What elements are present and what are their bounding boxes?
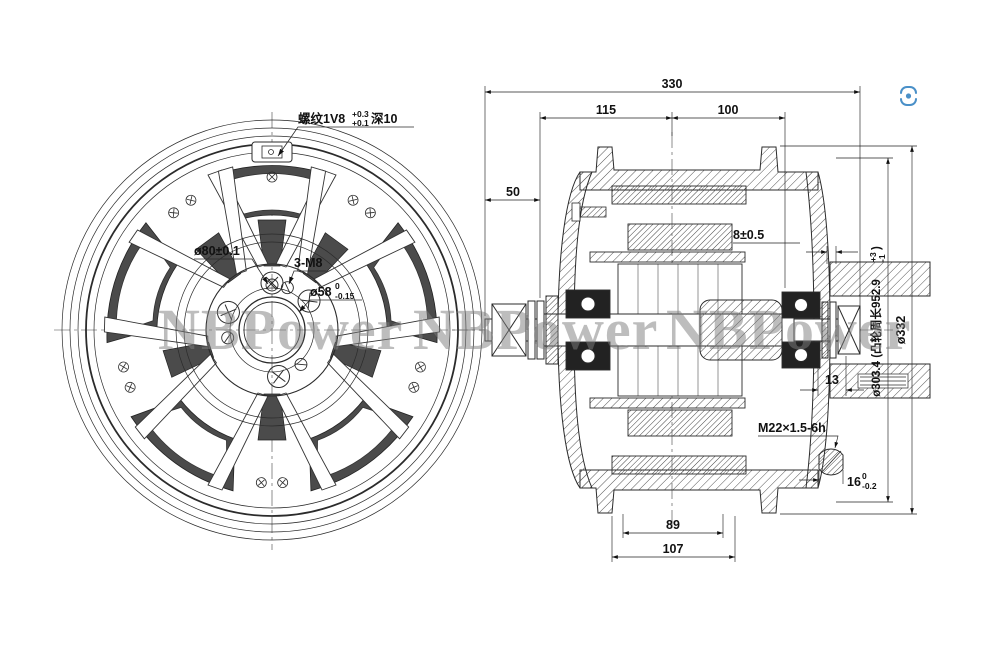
- rim-section-top: [579, 146, 819, 191]
- hub: [175, 233, 369, 427]
- dim-outer-dia: ø332: [894, 316, 908, 345]
- left-cover: [557, 171, 593, 489]
- valve-recess: [251, 141, 293, 163]
- cam-block: [699, 299, 783, 361]
- dim-outer-group: ø332: [894, 316, 908, 345]
- dim-rotor-lower: -1: [877, 254, 887, 262]
- dim-flats-lower: -0.2: [862, 481, 877, 491]
- axle-nut-right: [821, 301, 861, 359]
- valve-thread-note: 螺纹1V8 +0.3 +0.1 深10: [277, 109, 414, 157]
- bore-lower-tol: -0.15: [335, 291, 355, 301]
- axle-nut-left: [491, 295, 559, 365]
- dim-rotor-close: ): [871, 246, 883, 250]
- valve-note-lower-tol: +0.1: [352, 118, 369, 128]
- dim-rotor-group: ø303.4 (凸轮周长952.9 +3 -1 ): [868, 246, 887, 397]
- hub-dia-text: ø80±0.1: [194, 244, 240, 258]
- dim-step: 8±0.5: [733, 228, 764, 242]
- rim-section-bottom: [579, 469, 819, 514]
- hub-dia-note: ø80±0.1: [194, 244, 269, 285]
- magnet-ring-top: [611, 185, 747, 205]
- dim-span-right: 100: [718, 103, 739, 117]
- dim-thread: M22×1.5-6h: [758, 421, 826, 435]
- section-view: [452, 132, 931, 528]
- rim-windows: [95, 165, 449, 501]
- valve-note-upper-tol: +0.3: [352, 109, 369, 119]
- bolt-note: 3-M8: [288, 256, 326, 285]
- dimensions: [484, 86, 917, 562]
- watermark-2: NBPower: [413, 297, 658, 362]
- adapter-thread-hole: [857, 373, 909, 389]
- axle-flat-detail: [818, 448, 844, 476]
- bolt-note-text: 3-M8: [294, 256, 323, 270]
- bore-text: ø58: [310, 285, 332, 299]
- dimension-labels: 330 115 100 50 8±0.5 13 M22×1.5-6h 16 0 …: [506, 77, 908, 556]
- dim-width-outer: 107: [663, 542, 684, 556]
- dim-flats: 16: [847, 475, 861, 489]
- brake-adapter: [829, 261, 931, 399]
- bore-note: ø58 0 -0.15: [298, 281, 362, 313]
- spokes: [99, 162, 445, 491]
- image-scan-icon[interactable]: [900, 86, 917, 106]
- bearing-right: [781, 291, 821, 369]
- front-annotations: 螺纹1V8 +0.3 +0.1 深10 ø80±0.1 3-M8 ø58 0: [194, 109, 414, 313]
- dim-rotor: ø303.4 (凸轮周长952.9: [869, 279, 883, 397]
- dim-width-inner: 89: [666, 518, 680, 532]
- watermark-3: NBPower: [666, 297, 911, 362]
- valve-note-depth: 深10: [371, 111, 397, 126]
- dim-span-left: 115: [596, 103, 616, 117]
- magnet-ring-bottom: [611, 455, 747, 475]
- dim-offset: 13: [825, 373, 839, 387]
- dim-rotor-upper: +3: [868, 252, 878, 262]
- watermarks: NBPower NBPower NBPower: [158, 297, 911, 362]
- valve-note-text: 螺纹1V8: [298, 111, 345, 126]
- bore-upper-tol: 0: [335, 281, 340, 291]
- hub-m8-holes: [220, 278, 310, 374]
- front-view: 螺纹1V8 +0.3 +0.1 深10 ø80±0.1 3-M8 ø58 0: [54, 109, 492, 550]
- dim-axle-left: 50: [506, 185, 520, 199]
- dim-flats-upper: 0: [862, 471, 867, 481]
- rim-screws: [117, 171, 427, 489]
- axle: [484, 299, 861, 361]
- rim-screw-detail: [571, 202, 607, 222]
- watermark-1: NBPower: [158, 297, 403, 362]
- dim-overall: 330: [662, 77, 683, 91]
- bearing-left: [565, 289, 611, 371]
